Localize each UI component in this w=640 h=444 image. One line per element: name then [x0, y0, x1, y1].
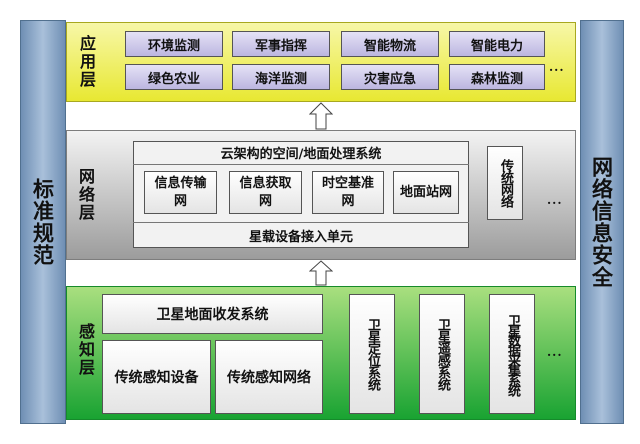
- app-item-forest-monitoring: 森林监测: [449, 64, 545, 90]
- standards-pillar: 标准规范: [20, 20, 66, 424]
- app-layer-more: ...: [549, 60, 565, 74]
- satellite-remote-sensing-system: 卫星遥感系统: [419, 294, 465, 414]
- app-item-smart-power: 智能电力: [449, 31, 545, 57]
- ground-station-network-label: 地面站网: [399, 184, 452, 200]
- traditional-sensing-network: 传统感知网络: [215, 340, 323, 414]
- cloud-system-title: 云架构的空间/地面处理系统: [220, 147, 382, 162]
- app-item-military-command: 军事指挥: [232, 31, 330, 57]
- sensing-layer-label-text: 感知层: [76, 323, 95, 377]
- satellite-access-unit: 星载设备接入单元: [248, 230, 353, 245]
- application-layer-label: 应用层: [74, 28, 98, 96]
- satellite-data-collection-system-label: 卫星数据采集系统: [505, 314, 520, 394]
- satellite-positioning-system: 卫星定位系统: [349, 294, 395, 414]
- traditional-network-label: 传统网络: [498, 159, 513, 207]
- sensing-layer-more: ...: [547, 345, 563, 359]
- app-item-smart-logistics: 智能物流: [341, 31, 439, 57]
- info-transmission-network-label: 信息传输网: [154, 175, 207, 209]
- standards-label: 标准规范: [30, 178, 56, 266]
- satellite-remote-sensing-system-label: 卫星遥感系统: [435, 318, 450, 390]
- traditional-network: 传统网络: [487, 146, 523, 220]
- info-acquisition-network: 信息获取网: [229, 171, 302, 214]
- application-layer-label-text: 应用层: [77, 35, 96, 89]
- network-layer-label: 网络层: [72, 150, 98, 240]
- info-acquisition-network-label: 信息获取网: [239, 175, 292, 209]
- spacetime-reference-network-label: 时空基准网: [321, 175, 374, 209]
- app-item-ocean-monitoring: 海洋监测: [232, 64, 330, 90]
- satellite-data-collection-system: 卫星数据采集系统: [489, 294, 535, 414]
- info-transmission-network: 信息传输网: [144, 171, 217, 214]
- satellite-ground-transceiver-system: 卫星地面收发系统: [102, 294, 323, 334]
- app-item-green-agriculture: 绿色农业: [125, 64, 223, 90]
- network-layer-label-text: 网络层: [76, 168, 95, 222]
- divider: [133, 222, 469, 223]
- security-label: 网络信息安全: [589, 156, 615, 288]
- spacetime-reference-network: 时空基准网: [312, 171, 384, 214]
- security-pillar: 网络信息安全: [580, 20, 624, 424]
- up-arrow-icon: [309, 102, 333, 130]
- ground-station-network: 地面站网: [393, 171, 459, 214]
- satellite-positioning-system-label: 卫星定位系统: [365, 318, 380, 390]
- up-arrow-icon: [309, 260, 333, 286]
- app-item-disaster-response: 灾害应急: [341, 64, 439, 90]
- network-layer-more: ...: [547, 193, 563, 207]
- app-item-environment-monitoring: 环境监测: [125, 31, 223, 57]
- sensing-layer-label: 感知层: [72, 305, 98, 395]
- divider: [133, 164, 469, 165]
- traditional-sensing-device: 传统感知设备: [102, 340, 211, 414]
